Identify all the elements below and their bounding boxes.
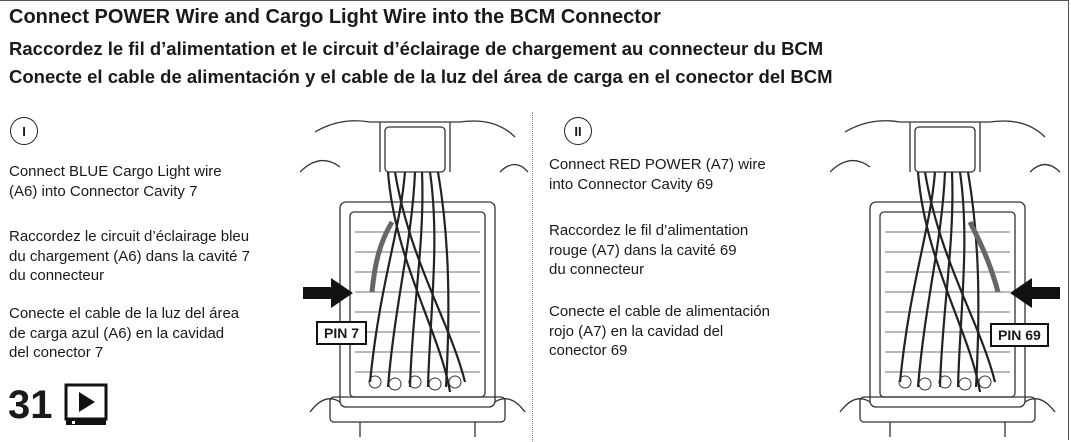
connector-diagram-2 [830, 120, 1061, 437]
step1-english-text: Connect BLUE Cargo Light wire (A6) into … [9, 162, 222, 201]
arrow-left-icon [1010, 278, 1060, 308]
column-divider [532, 112, 533, 442]
step1-spanish-text: Conecte el cable de la luz del área de c… [9, 304, 239, 363]
pin-7-label: PIN 7 [316, 321, 368, 345]
title-spanish: Conecte el cable de alimentación y el ca… [9, 66, 833, 87]
text-line: du connecteur [9, 267, 105, 284]
text-line: Conecte el cable de la luz del área [9, 305, 240, 322]
text-line: conector 69 [549, 342, 628, 359]
step1-french-text: Raccordez le circuit d’éclairage bleu du… [9, 227, 250, 286]
pin-69-label: PIN 69 [990, 323, 1049, 347]
text-line: del conector 7 [9, 344, 104, 361]
text-line: Raccordez le fil d’alimentation [549, 222, 749, 239]
text-line: du chargement (A6) dans la cavité 7 [9, 247, 250, 265]
text-line: (A6) into Connector Cavity 7 [9, 182, 198, 200]
step-marker-2: II [564, 117, 592, 145]
text-line: rouge (A7) dans la cavité 69 [549, 241, 737, 259]
step-marker-1: I [10, 117, 38, 145]
text-line: rojo (A7) en la cavidad del [549, 322, 724, 340]
text-line: into Connector Cavity 69 [549, 175, 714, 193]
text-line: Connect RED POWER (A7) wire [549, 156, 766, 173]
text-line: Conecte el cable de alimentación [549, 303, 770, 320]
connector-diagram-1 [300, 120, 529, 437]
step2-french-text: Raccordez le fil d’alimentation rouge (A… [549, 221, 748, 280]
step2-spanish-text: Conecte el cable de alimentación rojo (A… [549, 302, 770, 361]
text-line: du connecteur [549, 261, 645, 278]
text-line: Raccordez le circuit d’éclairage bleu [9, 228, 250, 245]
title-french: Raccordez le fil d’alimentation et le ci… [9, 38, 824, 59]
arrow-right-icon [303, 278, 353, 308]
title-english: Connect POWER Wire and Cargo Light Wire … [9, 6, 661, 28]
text-line: de carga azul (A6) en la cavidad [9, 324, 225, 342]
play-video-icon[interactable] [64, 383, 108, 427]
text-line: Connect BLUE Cargo Light wire [9, 163, 222, 180]
page-number: 31 [8, 383, 53, 427]
step2-english-text: Connect RED POWER (A7) wire into Connect… [549, 155, 766, 194]
